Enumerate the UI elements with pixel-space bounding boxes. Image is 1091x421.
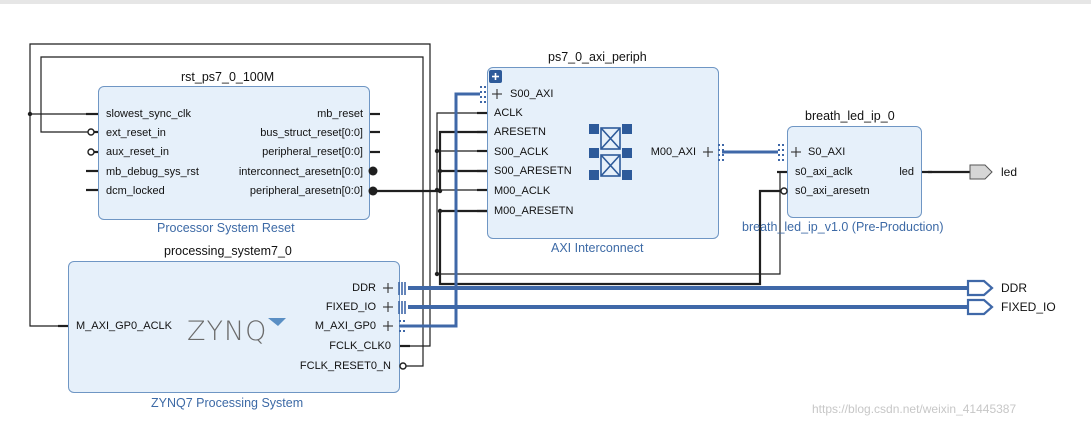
periph-pin-m00-axi[interactable]: M00_AXI <box>650 146 696 158</box>
rst-pin-dcm-locked[interactable]: dcm_locked <box>106 185 165 197</box>
ps7-pin-m-axi-gp0[interactable]: M_AXI_GP0 <box>314 320 376 332</box>
ps7-bus-connectors <box>398 282 406 314</box>
fixed-io-port-label[interactable]: FIXED_IO <box>1001 300 1056 314</box>
periph-pin-s00-axi[interactable]: S00_AXI <box>510 88 554 100</box>
periph-pin-aresetn[interactable]: ARESETN <box>494 126 546 138</box>
bus-m-axi-gp0[interactable] <box>400 92 480 328</box>
rst-pin-peripheral-aresetn[interactable]: peripheral_aresetn[0:0] <box>249 185 363 197</box>
wire-peripheral-aresetn[interactable] <box>375 130 790 286</box>
led-ip-block[interactable] <box>787 126 922 218</box>
led-port-icon[interactable] <box>969 164 993 180</box>
led-ip-block-subtitle: breath_led_ip_v1.0 (Pre-Production) <box>742 220 944 234</box>
periph-pin-s00-aresetn[interactable]: S00_ARESETN <box>494 165 572 177</box>
led-ip-s0-axi-connector <box>778 144 784 161</box>
periph-m00-axi-connector <box>718 144 724 161</box>
rst-inverted-pins <box>87 128 95 156</box>
ddr-port-label[interactable]: DDR <box>1001 281 1027 295</box>
led-ip-pin-s0-axi-aresetn[interactable]: s0_axi_aresetn <box>795 185 870 197</box>
watermark: https://blog.csdn.net/weixin_41445387 <box>812 402 1017 416</box>
rst-pin-ext-reset-in[interactable]: ext_reset_in <box>106 127 166 139</box>
periph-expand-icons <box>492 89 713 157</box>
periph-pin-aclk[interactable]: ACLK <box>494 107 523 119</box>
bus-wires <box>400 92 968 328</box>
crossbar-icon <box>589 124 632 180</box>
rst-pin-mb-reset[interactable]: mb_reset <box>317 108 363 120</box>
led-port-label[interactable]: led <box>1001 165 1018 179</box>
ps7-inverted-pin <box>399 362 407 370</box>
ps7-block-subtitle: ZYNQ7 Processing System <box>151 396 304 410</box>
periph-block[interactable] <box>487 67 719 239</box>
ddr-port-icon[interactable] <box>966 279 994 297</box>
led-ip-pin-s0-axi[interactable]: S0_AXI <box>808 146 846 158</box>
periph-left-stubs <box>477 111 487 213</box>
zynq-logo: ZYNQ <box>187 316 268 347</box>
rst-bus-pins <box>368 166 378 196</box>
ps7-pin-ddr[interactable]: DDR <box>352 282 376 294</box>
periph-block-title: ps7_0_axi_periph <box>548 50 647 64</box>
top-border <box>0 0 1091 4</box>
rst-pin-aux-reset-in[interactable]: aux_reset_in <box>106 146 169 158</box>
rst-pin-bus-struct-reset[interactable]: bus_struct_reset[0:0] <box>260 127 363 139</box>
rst-block[interactable] <box>98 86 370 220</box>
ps7-expand-icons <box>383 283 393 331</box>
periph-s00-axi-connector <box>480 86 486 103</box>
rst-right-stubs <box>370 112 380 154</box>
periph-pin-s00-aclk[interactable]: S00_ACLK <box>494 146 549 158</box>
periph-pin-m00-aresetn[interactable]: M00_ARESETN <box>494 205 574 217</box>
signal-wires <box>29 43 970 367</box>
rst-block-subtitle: Processor System Reset <box>157 221 295 235</box>
ps7-block[interactable] <box>68 261 400 393</box>
ps7-pin-fclk-clk0[interactable]: FCLK_CLK0 <box>329 340 391 352</box>
ps7-block-title: processing_system7_0 <box>164 244 292 258</box>
ps7-stubs <box>58 324 410 348</box>
fixed-io-port-icon[interactable] <box>966 298 994 316</box>
zynq-logo-arrow <box>268 318 286 326</box>
led-ip-expand-icon <box>791 147 801 157</box>
led-ip-pin-led[interactable]: led <box>899 166 914 178</box>
periph-pin-m00-aclk[interactable]: M00_ACLK <box>494 185 551 197</box>
wire-fclk-reset0-n[interactable] <box>40 56 424 367</box>
wire-junctions <box>27 111 443 277</box>
led-ip-block-title: breath_led_ip_0 <box>805 109 895 123</box>
ps7-pin-fclk-reset0-n[interactable]: FCLK_RESET0_N <box>299 360 391 372</box>
rst-pin-peripheral-reset[interactable]: peripheral_reset[0:0] <box>262 146 363 158</box>
rst-pin-slowest-sync-clk[interactable]: slowest_sync_clk <box>106 108 191 120</box>
rst-block-title: rst_ps7_0_100M <box>181 70 275 84</box>
periph-collapse-icon[interactable] <box>489 70 502 83</box>
led-ip-inverted-pin <box>780 187 788 195</box>
wire-fclk-clk0[interactable] <box>29 43 790 347</box>
ps7-pin-m-axi-gp0-aclk[interactable]: M_AXI_GP0_ACLK <box>76 320 172 332</box>
periph-block-subtitle: AXI Interconnect <box>551 241 644 255</box>
led-ip-pin-s0-axi-aclk[interactable]: s0_axi_aclk <box>795 166 853 178</box>
ps7-axi-connector <box>399 320 405 332</box>
rst-pin-mb-debug-sys-rst[interactable]: mb_debug_sys_rst <box>106 166 199 178</box>
ps7-pin-fixed-io[interactable]: FIXED_IO <box>325 301 376 313</box>
rst-pin-interconnect-aresetn[interactable]: interconnect_aresetn[0:0] <box>238 166 363 178</box>
